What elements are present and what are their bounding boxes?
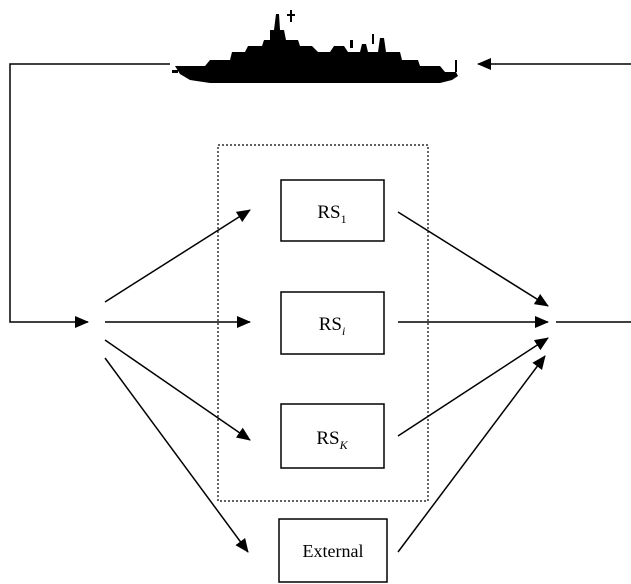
- svg-text:RSi: RSi: [319, 314, 346, 338]
- arrow-input-to-rs1: [104, 209, 251, 303]
- rs-group-frame: [217, 144, 429, 502]
- ship-icon: [172, 10, 458, 83]
- box-rsi-sub: i: [342, 324, 345, 338]
- box-external-label: External: [303, 541, 364, 561]
- arrow-rsk-to-output: [397, 337, 549, 437]
- fan-in-arrows: [397, 211, 631, 553]
- svg-text:RS1: RS1: [317, 202, 346, 226]
- svg-text:RSK: RSK: [316, 428, 348, 452]
- arrow-input-to-rsk: [104, 339, 251, 441]
- box-rs1: RS1: [280, 179, 385, 242]
- ship-to-input-line: [9, 63, 170, 328]
- arrow-external-to-output: [397, 355, 546, 553]
- feedback-loop: [9, 58, 631, 328]
- box-external: External: [278, 518, 388, 583]
- arrow-rs1-to-output: [397, 211, 549, 307]
- box-rsi: RSi: [280, 291, 385, 355]
- svg-text:External: External: [303, 541, 364, 561]
- box-rsk-sub: K: [339, 438, 349, 452]
- box-rsk-base: RS: [316, 428, 339, 449]
- box-rsk: RSK: [280, 403, 385, 469]
- arrow-input-to-external: [104, 357, 249, 553]
- box-rsi-base: RS: [319, 314, 342, 335]
- box-rs1-base: RS: [317, 202, 340, 223]
- fan-out-arrows: [104, 209, 251, 553]
- box-rs1-sub: 1: [341, 212, 347, 226]
